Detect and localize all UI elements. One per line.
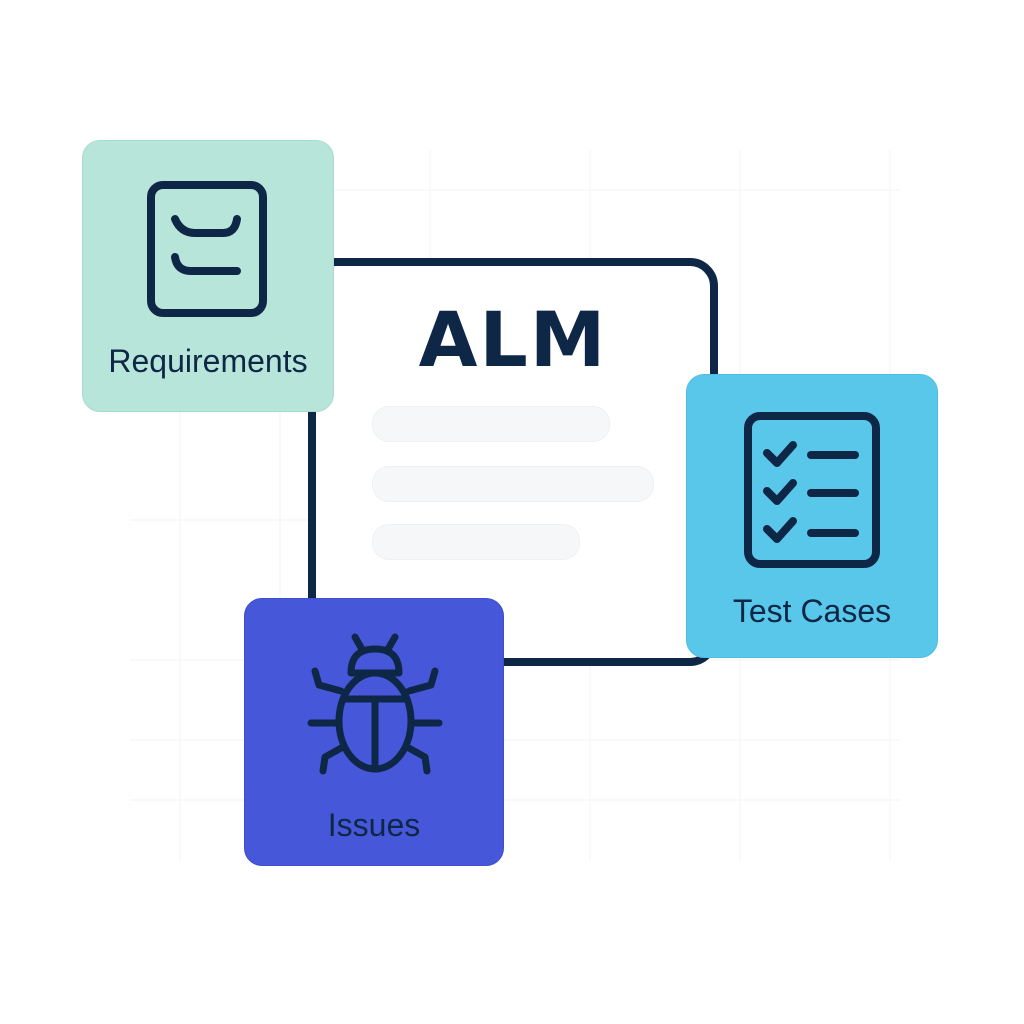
placeholder-line <box>372 524 580 560</box>
test-cases-card[interactable]: Test Cases <box>686 374 938 658</box>
requirements-card[interactable]: Requirements <box>82 140 334 412</box>
requirements-label: Requirements <box>108 343 308 379</box>
issues-label: Issues <box>327 807 421 843</box>
placeholder-line <box>372 466 654 502</box>
placeholder-line <box>372 406 610 442</box>
checklist-icon <box>743 411 883 576</box>
bug-icon <box>305 629 445 784</box>
test-cases-label: Test Cases <box>732 593 892 629</box>
document-icon <box>145 179 273 332</box>
alm-title: ALM <box>418 295 608 384</box>
issues-card[interactable]: Issues <box>244 598 504 866</box>
